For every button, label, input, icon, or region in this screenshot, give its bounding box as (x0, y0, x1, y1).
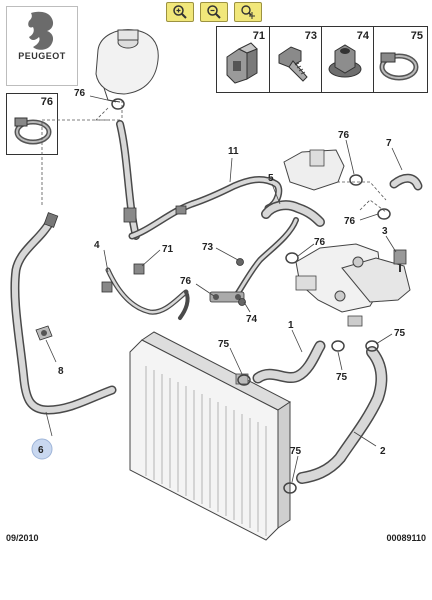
callout-75[interactable]: 75 (218, 339, 230, 350)
hose-6[interactable] (10, 212, 117, 415)
pipe-4[interactable] (101, 267, 190, 320)
thumbnail-75[interactable]: 75 (373, 27, 427, 92)
parts-thumbnail-panel: 71 73 74 75 (216, 26, 428, 93)
callout-1[interactable]: 1 (288, 320, 294, 331)
thumbnail-76[interactable]: 76 (6, 93, 58, 155)
thumbnail-number: 75 (410, 30, 423, 42)
hose-clamp[interactable] (111, 98, 125, 110)
callout-75[interactable]: 75 (290, 446, 302, 457)
zoom-out-button[interactable] (200, 2, 228, 22)
zoom-out-icon (207, 5, 221, 19)
zoom-toolbar (166, 2, 262, 22)
hose-clamp[interactable] (283, 482, 297, 494)
hose-2[interactable] (296, 346, 388, 484)
thumbnail-number: 74 (356, 30, 369, 42)
callout-8[interactable]: 8 (58, 366, 64, 377)
callout-75[interactable]: 75 (336, 372, 348, 383)
callout-76[interactable]: 76 (314, 237, 326, 248)
guide-line (359, 199, 387, 213)
hose-clamp-icon (379, 52, 419, 81)
callout-2[interactable]: 2 (380, 446, 386, 457)
guide-line (95, 107, 110, 121)
thumbnail-number: 71 (252, 30, 265, 42)
peugeot-lion-logo (28, 11, 54, 50)
zoom-in-icon (173, 5, 187, 19)
hose-11[interactable] (128, 176, 283, 240)
callout-76[interactable]: 76 (180, 276, 192, 287)
thumbnail-73[interactable]: 73 (269, 27, 322, 92)
nut-74[interactable] (238, 298, 246, 306)
hose-clamp[interactable] (285, 252, 299, 264)
thumbnail-number: 76 (40, 96, 53, 108)
sensor-3[interactable] (393, 249, 407, 272)
hose-clamp[interactable] (365, 340, 379, 352)
callout-7[interactable]: 7 (386, 138, 392, 149)
callout-5[interactable]: 5 (268, 173, 274, 184)
hose-clamp[interactable] (331, 340, 345, 352)
expansion-tank[interactable] (95, 29, 159, 103)
nut-icon (328, 44, 362, 78)
thumbnail-71[interactable]: 71 (217, 27, 270, 92)
hose-5[interactable] (261, 200, 325, 227)
bolt-73[interactable] (236, 258, 244, 266)
callout-74[interactable]: 74 (246, 314, 258, 325)
callout-11[interactable]: 11 (228, 146, 239, 157)
callout-3[interactable]: 3 (382, 226, 388, 237)
tank-outlet-hose[interactable] (116, 120, 140, 240)
callout-76[interactable]: 76 (74, 88, 86, 99)
callout-76[interactable]: 76 (344, 216, 356, 227)
radiator[interactable] (129, 331, 291, 541)
hose-1[interactable] (252, 340, 326, 384)
callout-4[interactable]: 4 (94, 240, 100, 251)
callout-6[interactable]: 6 (38, 445, 44, 456)
brand-name: PEUGEOT (18, 51, 66, 61)
clip-71[interactable] (133, 263, 145, 275)
callout-75[interactable]: 75 (394, 328, 406, 339)
brand-logo-box: PEUGEOT (6, 6, 78, 86)
bolt-icon (278, 46, 308, 82)
guide-line (41, 119, 120, 205)
thumbnail-number: 73 (304, 30, 317, 42)
zoom-in-button[interactable] (166, 2, 194, 22)
hose-clamp-icon (14, 117, 52, 145)
hose-clamp[interactable] (349, 174, 363, 186)
hose-7[interactable] (389, 173, 423, 191)
callout-73[interactable]: 73 (202, 242, 214, 253)
callout-76[interactable]: 76 (338, 130, 350, 141)
bypass-pipe[interactable] (209, 217, 299, 303)
diagram-date: 09/2010 (6, 533, 39, 543)
thermostat-housing[interactable] (283, 149, 411, 327)
hose-clamp[interactable] (237, 374, 251, 386)
pan-button[interactable] (234, 2, 262, 22)
clip-icon (226, 42, 258, 84)
callout-71[interactable]: 71 (162, 244, 174, 255)
thumbnail-74[interactable]: 74 (321, 27, 374, 92)
diagram-reference: 00089110 (386, 533, 426, 543)
callout-6-highlight[interactable]: 6 (31, 438, 53, 460)
pan-icon (241, 5, 255, 19)
bracket-8[interactable] (35, 325, 53, 341)
